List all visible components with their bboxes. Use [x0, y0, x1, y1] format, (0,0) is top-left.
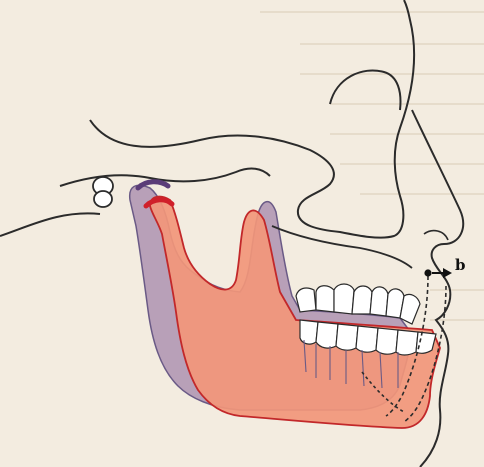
- arrow-right-icon: [432, 268, 452, 278]
- ear-structure: [93, 177, 113, 207]
- point-b-label: b: [455, 256, 466, 274]
- point-b-marker: [424, 269, 431, 276]
- nostril: [424, 231, 448, 240]
- condyle-mark-before: [138, 182, 168, 188]
- cranial-base-line: [0, 213, 100, 236]
